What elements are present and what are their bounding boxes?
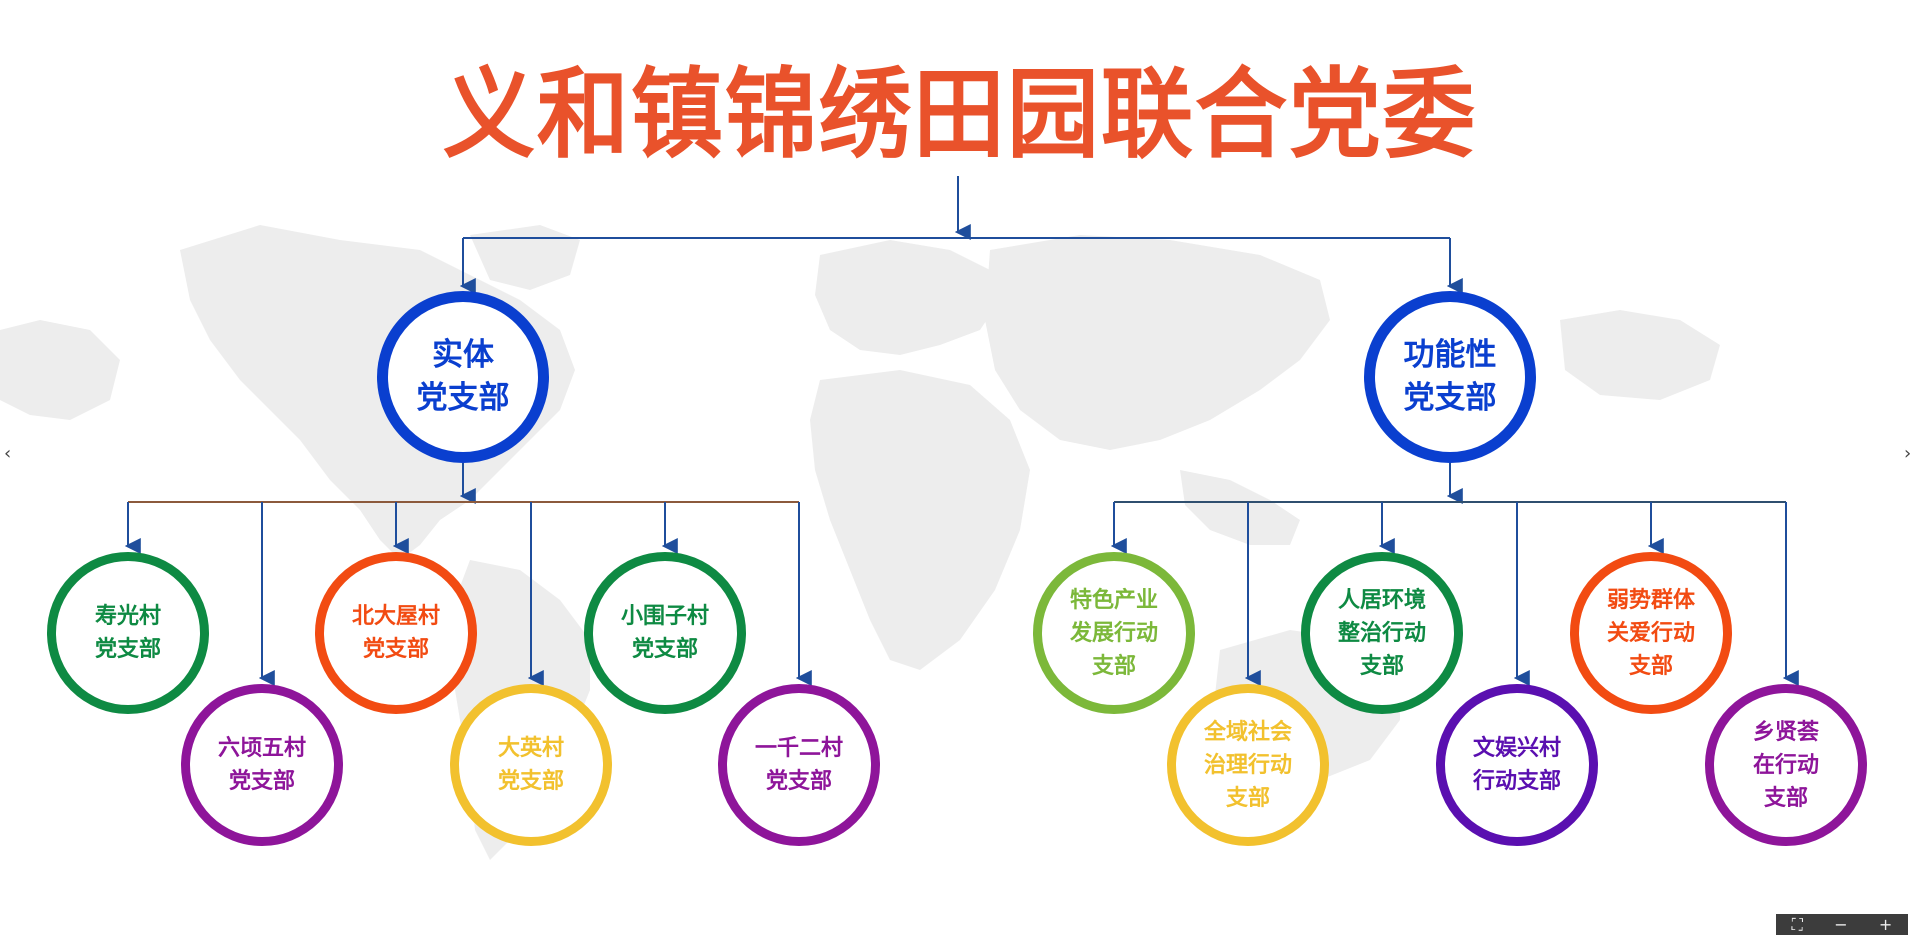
map-right-edge (1560, 310, 1720, 400)
node-label: 一千二村 党支部 (754, 736, 843, 794)
node-label: 大英村 党支部 (497, 736, 564, 794)
tier3-left-node: 寿光村 党支部 (47, 552, 209, 714)
map-africa (810, 370, 1030, 670)
node-label: 全域社会 治理行动 支部 (1203, 719, 1292, 811)
tier3-right-node: 人居环境 整治行动 支部 (1301, 552, 1463, 714)
minus-icon: − (1834, 914, 1848, 934)
map-southeast-asia (1180, 470, 1300, 545)
fit-screen-icon: ⛶ (1791, 914, 1803, 934)
tier3-left-node: 小围子村 党支部 (584, 552, 746, 714)
node-label: 特色产业 发展行动 支部 (1069, 587, 1158, 679)
map-europe (815, 240, 1000, 355)
tier3-right-node: 乡贤荟 在行动 支部 (1705, 684, 1867, 846)
node-label: 六顷五村 党支部 (217, 736, 306, 794)
next-slide-button[interactable]: › (1904, 445, 1911, 463)
tier3-left-node: 大英村 党支部 (450, 684, 612, 846)
node-label: 乡贤荟 在行动 支部 (1752, 719, 1819, 811)
tier3-right-node: 文娱兴村 行动支部 (1436, 684, 1598, 846)
chevron-right-icon: › (1904, 443, 1912, 464)
zoom-toolbar: ⛶ − + (1776, 914, 1908, 935)
connector-group (124, 176, 1799, 686)
plus-icon: + (1878, 914, 1893, 934)
tier2-node: 功能性 党支部 (1364, 291, 1536, 463)
tier3-left-node: 六顷五村 党支部 (181, 684, 343, 846)
zoom-out-button[interactable]: − (1834, 914, 1848, 934)
node-label: 文娱兴村 行动支部 (1472, 736, 1561, 794)
tier3-right-node: 弱势群体 关爱行动 支部 (1570, 552, 1732, 714)
tier2-node: 实体 党支部 (377, 291, 549, 463)
node-label: 小围子村 党支部 (620, 604, 709, 662)
node-label: 北大屋村 党支部 (351, 604, 440, 662)
node-label: 功能性 党支部 (1403, 336, 1497, 416)
node-label: 实体 党支部 (416, 336, 510, 416)
fit-screen-button[interactable]: ⛶ (1791, 914, 1803, 934)
page-title: 义和镇锦绣田园联合党委 (442, 58, 1477, 172)
tier3-left-node: 一千二村 党支部 (718, 684, 880, 846)
prev-slide-button[interactable]: ‹ (4, 445, 11, 463)
tier3-right-node: 全域社会 治理行动 支部 (1167, 684, 1329, 846)
node-label: 寿光村 党支部 (94, 604, 161, 662)
map-greenland (470, 225, 580, 290)
node-label: 人居环境 整治行动 支部 (1337, 587, 1426, 679)
map-left-edge (0, 320, 120, 420)
node-label: 弱势群体 关爱行动 支部 (1606, 587, 1695, 679)
tier3-right-node: 特色产业 发展行动 支部 (1033, 552, 1195, 714)
tier3-left-node: 北大屋村 党支部 (315, 552, 477, 714)
zoom-in-button[interactable]: + (1878, 914, 1893, 934)
map-asia (985, 235, 1330, 450)
chevron-left-icon: ‹ (4, 443, 12, 464)
